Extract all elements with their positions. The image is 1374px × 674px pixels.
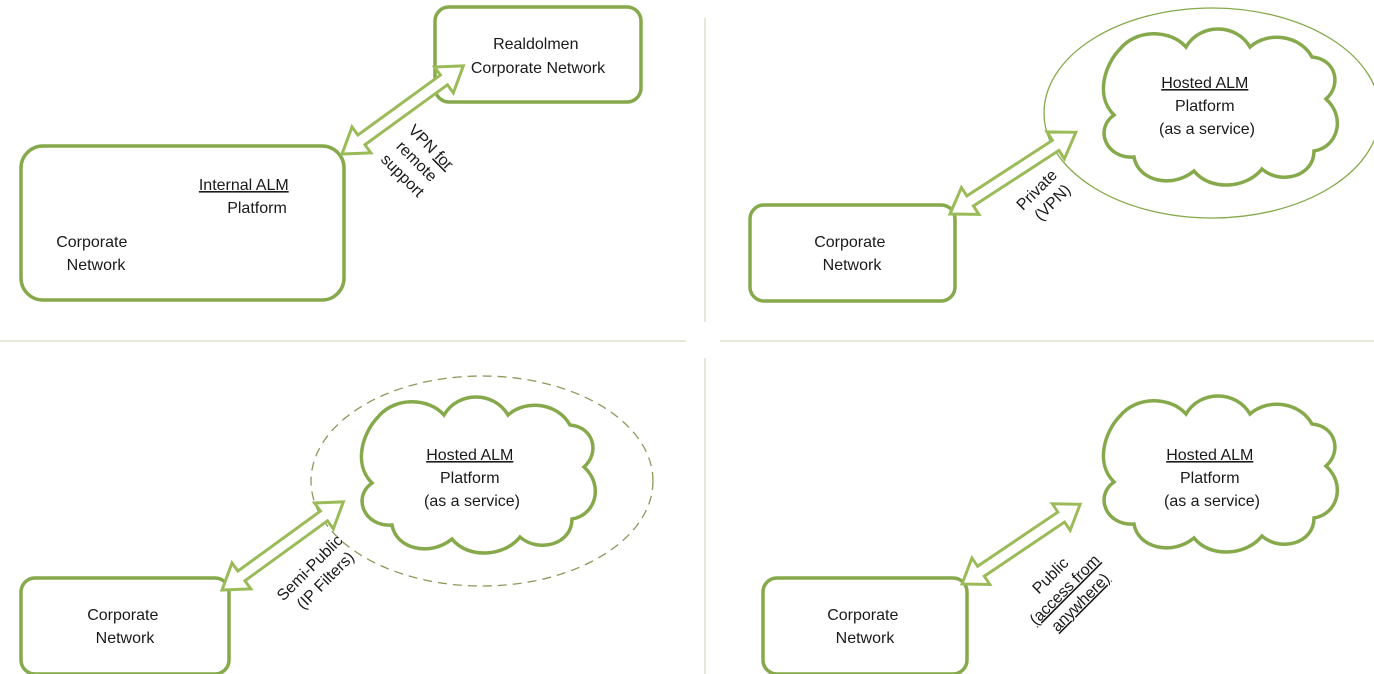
private-double-arrow <box>939 117 1087 229</box>
corporate-network-box <box>761 576 969 674</box>
corporate-network-label: Corporate Network <box>56 234 132 274</box>
quadrant-semi-public: Hosted ALM Platform (as a service) Corpo… <box>19 375 654 674</box>
internal-alm-label: Internal ALM Platform <box>199 177 293 217</box>
hosted-platform-label: Hosted ALM Platform (as a service) <box>424 447 520 510</box>
realdolmen-network-box <box>433 5 643 104</box>
public-link-label: Public (access from anywhere) <box>1013 535 1121 643</box>
quadrant-public: Hosted ALM Platform (as a service) Corpo… <box>761 394 1340 674</box>
quadrant-dividers <box>0 18 1374 674</box>
hosted-platform-label: Hosted ALM Platform (as a service) <box>1159 75 1255 138</box>
corporate-network-label: Corporate Network <box>827 607 903 647</box>
corporate-network-box <box>19 144 346 302</box>
corporate-network-box <box>748 203 957 303</box>
corporate-network-box <box>19 576 231 674</box>
quadrant-internal: Internal ALM Platform Corporate Network … <box>19 5 643 302</box>
realdolmen-label: Realdolmen Corporate Network <box>471 36 606 77</box>
quadrant-private: Hosted ALM Platform (as a service) Corpo… <box>748 7 1374 303</box>
corporate-network-label: Corporate Network <box>87 607 163 647</box>
corporate-network-label: Corporate Network <box>814 234 890 274</box>
vpn-link-label: VPN forremotesupport <box>376 122 456 202</box>
hosted-platform-label: Hosted ALM Platform (as a service) <box>1164 447 1260 510</box>
semi-public-boundary-ellipse <box>310 375 654 587</box>
private-boundary-ellipse <box>1043 7 1374 219</box>
